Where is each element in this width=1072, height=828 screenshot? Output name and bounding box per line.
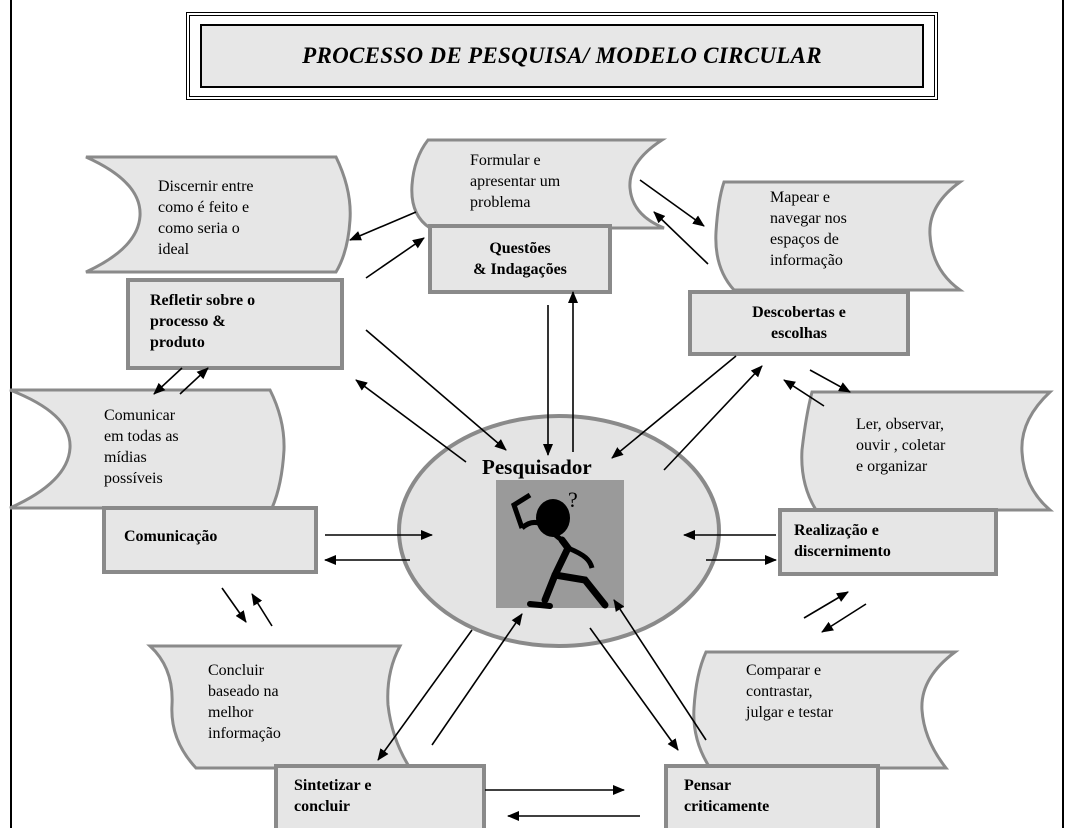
scroll-text-descobertas: Mapear e navegar nos espaços de informação	[770, 187, 847, 271]
scroll-shape-comunicacao	[9, 388, 286, 510]
arrow	[179, 367, 209, 395]
text-line: & Indagações	[473, 261, 567, 278]
text-line: julgar e testar	[746, 704, 834, 721]
text-line: navegar nos	[770, 210, 847, 227]
label-box-pensar	[664, 764, 880, 828]
arrow	[589, 627, 679, 751]
page-border-left	[10, 0, 12, 828]
text-line: criticamente	[684, 798, 770, 815]
text-line: Comunicação	[124, 528, 218, 545]
arrow	[377, 629, 473, 761]
arrow	[251, 593, 273, 627]
scroll-text-questoes: Formular e apresentar um problema	[470, 150, 560, 213]
text-line: ideal	[158, 241, 190, 258]
text-line: discernimento	[794, 543, 891, 560]
node-label-sintetizar: Sintetizar e concluir	[294, 775, 371, 817]
text-line: Realização e	[794, 522, 879, 539]
text-line: Concluir	[208, 662, 264, 679]
center-label: Pesquisador	[482, 455, 592, 479]
text-line: Refletir sobre o	[150, 292, 256, 309]
arrow	[611, 355, 737, 459]
scroll-text-pensar: Comparar e contrastar, julgar e testar	[746, 660, 833, 723]
text-line: mídias	[104, 449, 147, 466]
arrow	[431, 613, 523, 746]
label-box-realizacao	[778, 508, 998, 576]
scroll-shape-pensar	[692, 650, 960, 770]
page-border-right	[1062, 0, 1064, 828]
thinking-person-icon: ?	[496, 480, 624, 609]
scroll-shape-realizacao	[800, 390, 1055, 512]
text-line: escolhas	[771, 325, 827, 342]
arrow	[653, 211, 709, 265]
scroll-shape-questoes	[410, 138, 668, 230]
arrow	[663, 365, 763, 471]
arrow	[365, 237, 425, 279]
arrow	[613, 599, 707, 741]
text-line: ouvir , coletar	[856, 437, 946, 454]
label-box-descobertas	[688, 290, 910, 356]
text-line: produto	[150, 334, 205, 351]
text-line: problema	[470, 194, 531, 211]
text-line: como é feito e	[158, 199, 250, 216]
text-line: como seria o	[158, 220, 240, 237]
arrow	[639, 179, 705, 227]
node-label-realizacao: Realização e discernimento	[794, 520, 891, 562]
arrow	[365, 329, 507, 451]
arrow	[349, 211, 417, 241]
text-line: Ler, observar,	[856, 416, 945, 433]
text-line: Comunicar	[104, 407, 176, 424]
text-line: contrastar,	[746, 683, 813, 700]
text-line: Discernir entre	[158, 178, 254, 195]
text-line: baseado na	[208, 683, 279, 700]
arrow	[809, 369, 851, 393]
text-line: concluir	[294, 798, 350, 815]
text-line: apresentar um	[470, 173, 561, 190]
text-line: Descobertas e	[752, 304, 846, 321]
text-line: informação	[208, 725, 281, 742]
text-line: Questões	[489, 240, 551, 257]
arrow-group	[153, 179, 867, 821]
text-line: e organizar	[856, 458, 928, 475]
text-line: informação	[770, 252, 843, 269]
scroll-text-realizacao: Ler, observar, ouvir , coletar e organizar	[856, 414, 945, 477]
node-label-questoes: Questões & Indagações	[430, 238, 610, 280]
title-frame: PROCESSO DE PESQUISA/ MODELO CIRCULAR	[186, 12, 938, 100]
text-line: Formular e	[470, 152, 541, 169]
label-box-questoes	[428, 224, 612, 294]
label-box-sintetizar	[274, 764, 486, 828]
scroll-shape-refletir	[85, 155, 352, 274]
arrow	[221, 587, 247, 623]
text-line: Mapear e	[770, 189, 830, 206]
arrow	[153, 367, 183, 395]
node-label-descobertas: Descobertas e escolhas	[690, 302, 908, 344]
text-line: Sintetizar e	[294, 777, 372, 794]
text-line: melhor	[208, 704, 254, 721]
text-line: possíveis	[104, 470, 163, 487]
scroll-text-refletir: Discernir entre como é feito e como seria …	[158, 176, 254, 260]
text-line: Pensar	[684, 777, 732, 794]
scroll-text-comunicacao: Comunicar em todas as mídias possíveis	[104, 405, 179, 489]
diagram-title: PROCESSO DE PESQUISA/ MODELO CIRCULAR	[200, 24, 924, 88]
text-line: em todas as	[104, 428, 179, 445]
arrow	[783, 379, 825, 407]
scroll-text-sintetizar: Concluir baseado na melhor informação	[208, 660, 281, 744]
arrow	[821, 603, 867, 633]
arrow	[803, 591, 849, 619]
svg-text:?: ?	[568, 487, 578, 512]
node-label-refletir: Refletir sobre o processo & produto	[150, 290, 255, 353]
arrow	[355, 379, 467, 463]
node-label-pensar: Pensar criticamente	[684, 775, 769, 817]
text-line: Comparar e	[746, 662, 822, 679]
text-line: espaços de	[770, 231, 839, 248]
text-line: processo &	[150, 313, 226, 330]
scroll-shape-descobertas	[714, 180, 965, 292]
label-box-refletir	[126, 278, 344, 370]
node-label-comunicacao: Comunicação	[124, 526, 217, 547]
label-box-comunicacao	[102, 506, 318, 574]
